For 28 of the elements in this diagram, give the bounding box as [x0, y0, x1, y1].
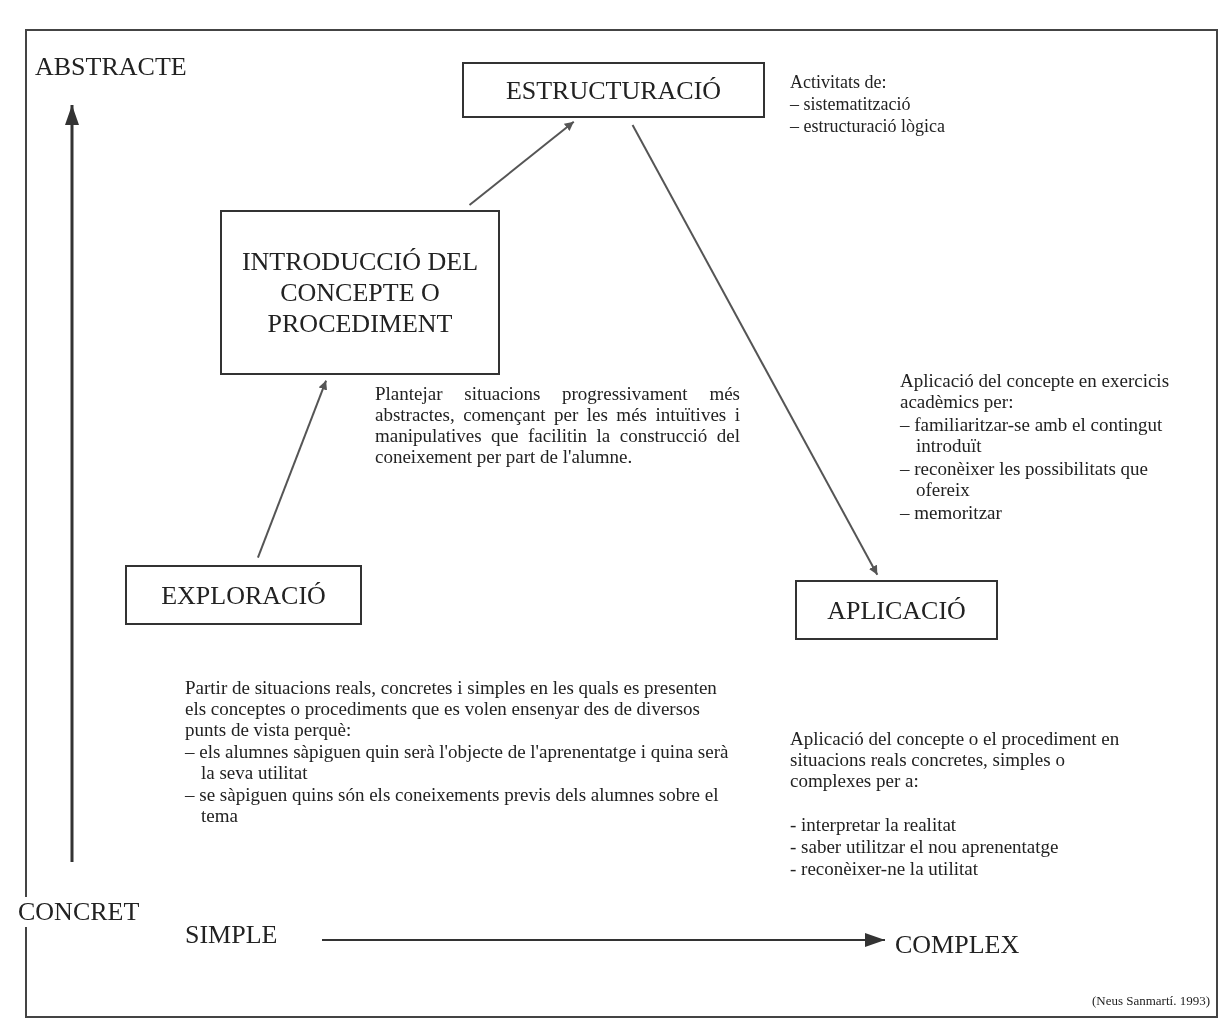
- note-text: - interpretar la realitat: [790, 814, 958, 835]
- stage-box: [462, 62, 765, 118]
- note-text: – els alumnes sàpiguen quin serà l'objecte de l'aprenentatge i quina serà la seva utilitat: [185, 741, 730, 783]
- stage-title: EXPLORACIÓ: [160, 579, 327, 611]
- note-text: Activitats de:: [790, 72, 888, 93]
- note-text: – memoritzar: [900, 502, 1003, 523]
- note-text: Aplicació del concepte en exercicis acadèmics per:: [900, 370, 1171, 412]
- stage-title: APLICACIÓ: [826, 594, 967, 626]
- stage-box: [220, 210, 500, 375]
- note-text: – se sàpiguen quins són els coneixements previs dels alumnes sobre el tema: [185, 784, 720, 826]
- note-text: - saber utilitzar el nou aprenentatge: [790, 836, 1060, 857]
- note-text: - reconèixer-ne la utilitat: [790, 858, 979, 879]
- note-text: – sistematització: [790, 94, 912, 115]
- note-text: Aplicació del concepte o el procediment en situacions reals concretes, simples o complexes per a:: [790, 728, 1121, 791]
- note-text: Plantejar situacions progressivament més abstractes, començant per les més intuïtives i manipulatives que facilitin la construcció del coneixement per part de l'alumne.: [375, 383, 740, 467]
- axis-label: CONCRET: [18, 897, 140, 927]
- note-text: Partir de situacions reals, concretes i simples en les quals es presenten els conceptes o procediments que es volen ensenyar des de diversos punts de vista perquè:: [185, 677, 718, 740]
- stage-title: ESTRUCTURACIÓ: [504, 74, 723, 106]
- arrow: [468, 120, 575, 206]
- caption: (Neus Sanmartí. 1993): [1091, 992, 1210, 1010]
- arrow: [256, 379, 328, 559]
- arrow: [631, 124, 879, 576]
- stage-title: INTRODUCCIÓ DEL CONCEPTE O PROCEDIMENT: [240, 246, 480, 339]
- stage-box: [125, 565, 362, 625]
- stage-box: [795, 580, 998, 640]
- note-text: – familiaritzar-se amb el contingut introduït: [900, 414, 1164, 456]
- note-text: – estructuració lògica: [790, 116, 946, 137]
- note-text: – reconèixer les possibilitats que ofereix: [900, 458, 1149, 500]
